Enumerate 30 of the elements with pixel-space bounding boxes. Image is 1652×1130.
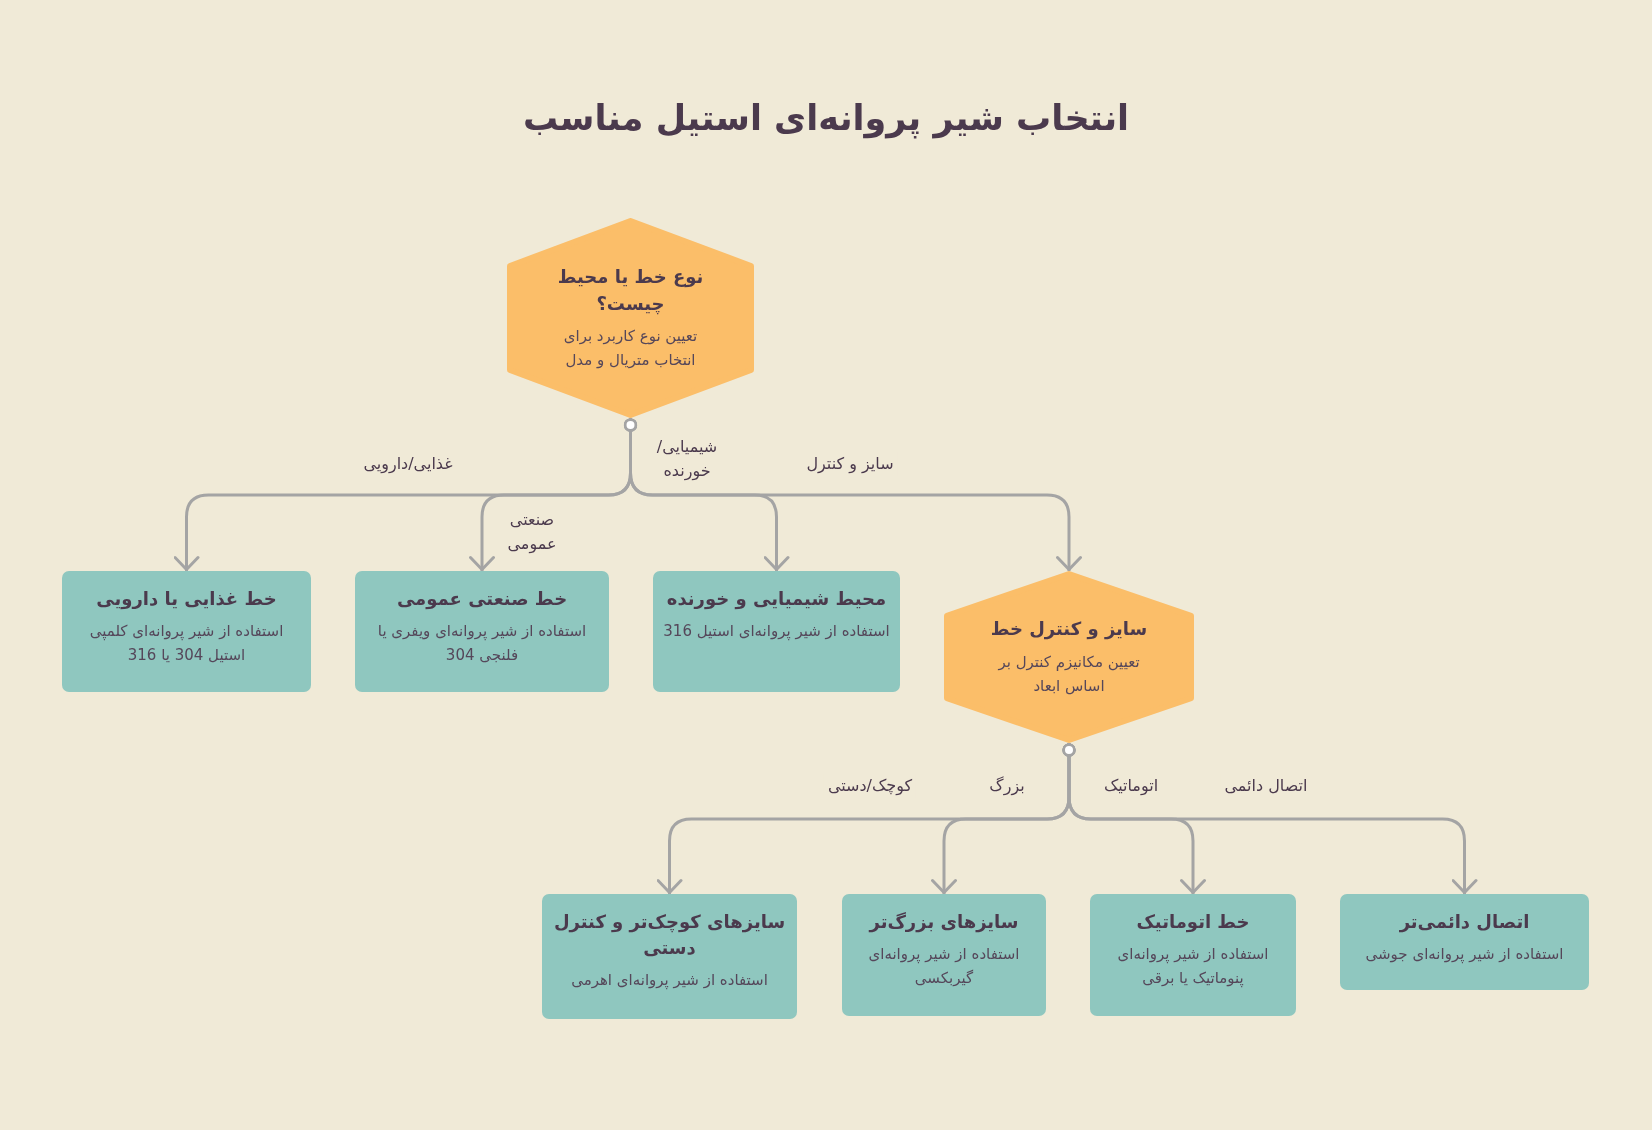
result-box	[1090, 894, 1296, 1016]
result-box	[842, 894, 1046, 1016]
decision-hexagon	[507, 218, 754, 418]
node-text: استفاده از شیر پروانه‌ای جوشی	[1365, 944, 1564, 966]
node-text: استفاده از شیر پروانه‌ای اهرمی	[571, 970, 768, 992]
node-title: نوع خط یا محیط چیست؟	[556, 265, 705, 317]
node-text: استفاده از شیر پروانه‌ای پنوماتیک یا برقی	[1116, 944, 1270, 990]
node-title: سایزهای بزرگ‌تر	[869, 910, 1019, 935]
result-box	[653, 571, 900, 692]
node-title: سایز و کنترل خط	[990, 617, 1148, 642]
result-box	[355, 571, 609, 692]
node-text: تعیین نوع کاربرد برای انتخاب متریال و مدل	[562, 325, 699, 371]
node-title: خط صنعتی عمومی	[396, 587, 568, 612]
node-text: استفاده از شیر پروانه‌ای ویفری یا فلنجی 304	[376, 621, 588, 667]
node-text: استفاده از شیر پروانه‌ای گیربکسی	[867, 944, 1021, 990]
node-text: تعیین مکانیزم کنترل بر اساس ابعاد	[997, 651, 1141, 697]
node-title: خط اتوماتیک	[1136, 910, 1250, 935]
decision-hexagon	[944, 571, 1194, 743]
node-text: استفاده از شیر پروانه‌ای استیل 316	[663, 621, 890, 643]
arrow	[1062, 743, 1478, 894]
result-box	[1340, 894, 1589, 990]
node-title: خط غذایی یا دارویی	[96, 587, 277, 612]
title: انتخاب شیر پروانه‌ای استیل مناسب	[522, 98, 1130, 138]
node-text: استفاده از شیر پروانه‌ای کلمپی استیل 304 یا 316	[88, 621, 285, 667]
node-title: اتصال دائمی‌تر	[1399, 910, 1530, 935]
result-box	[62, 571, 311, 692]
result-box	[542, 894, 797, 1019]
arrow	[623, 418, 1082, 571]
node-title: محیط شیمیایی و خورنده	[666, 587, 887, 612]
node-title: سایزهای کوچک‌تر و کنترل دستی	[552, 910, 787, 961]
